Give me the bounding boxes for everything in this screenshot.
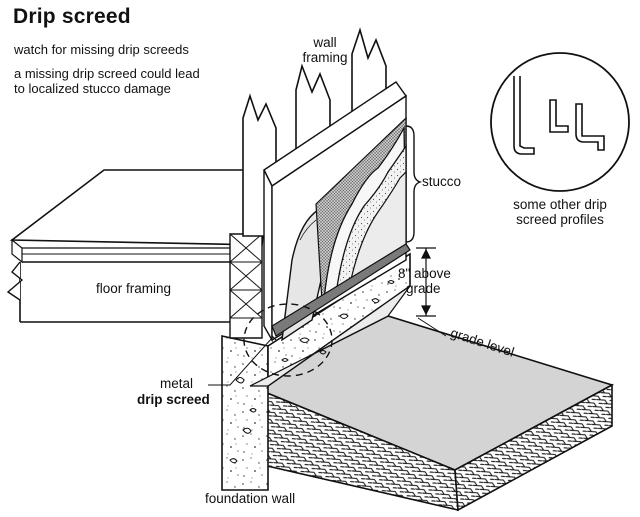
stucco-brace [405,125,423,243]
foundation-wall-label: foundation wall [205,491,296,506]
screed-profiles-circle [490,52,630,192]
floor-framing-label: floor framing [96,281,172,296]
wall-framing-label: wall framing [290,35,360,65]
metal-label: metal [160,376,194,391]
wall-framing-label-line-2: framing [302,49,348,65]
clearance-label-line-2: grade [406,280,441,296]
drip-screed-leader-line [208,337,273,386]
wall-framing-label-line-1: wall [313,35,337,50]
grade-slab [248,315,615,512]
page-title: Drip screed [13,5,131,28]
foundation-wall [221,252,411,491]
clearance-dimension [416,247,436,317]
screed-profiles-label-line-1: some other drip [513,197,607,212]
clearance-label: 8" above grade [398,266,451,296]
screed-profiles-label-line-2: screed profiles [516,211,604,227]
drip-screed-callout-circle [243,303,333,377]
note-line-3: to localized stucco damage [14,81,171,96]
drip-screed-label: drip screed [137,392,210,407]
note-line-2: a missing drip screed could lead [14,66,200,81]
floor-framing [6,169,271,339]
stucco-label: stucco [422,174,462,189]
clearance-label-line-1: 8" above [398,266,451,281]
screed-profiles-label: some other drip screed profiles [496,197,624,227]
drip-screed-strip [271,243,411,341]
note-line-1: watch for missing drip screeds [14,42,189,57]
